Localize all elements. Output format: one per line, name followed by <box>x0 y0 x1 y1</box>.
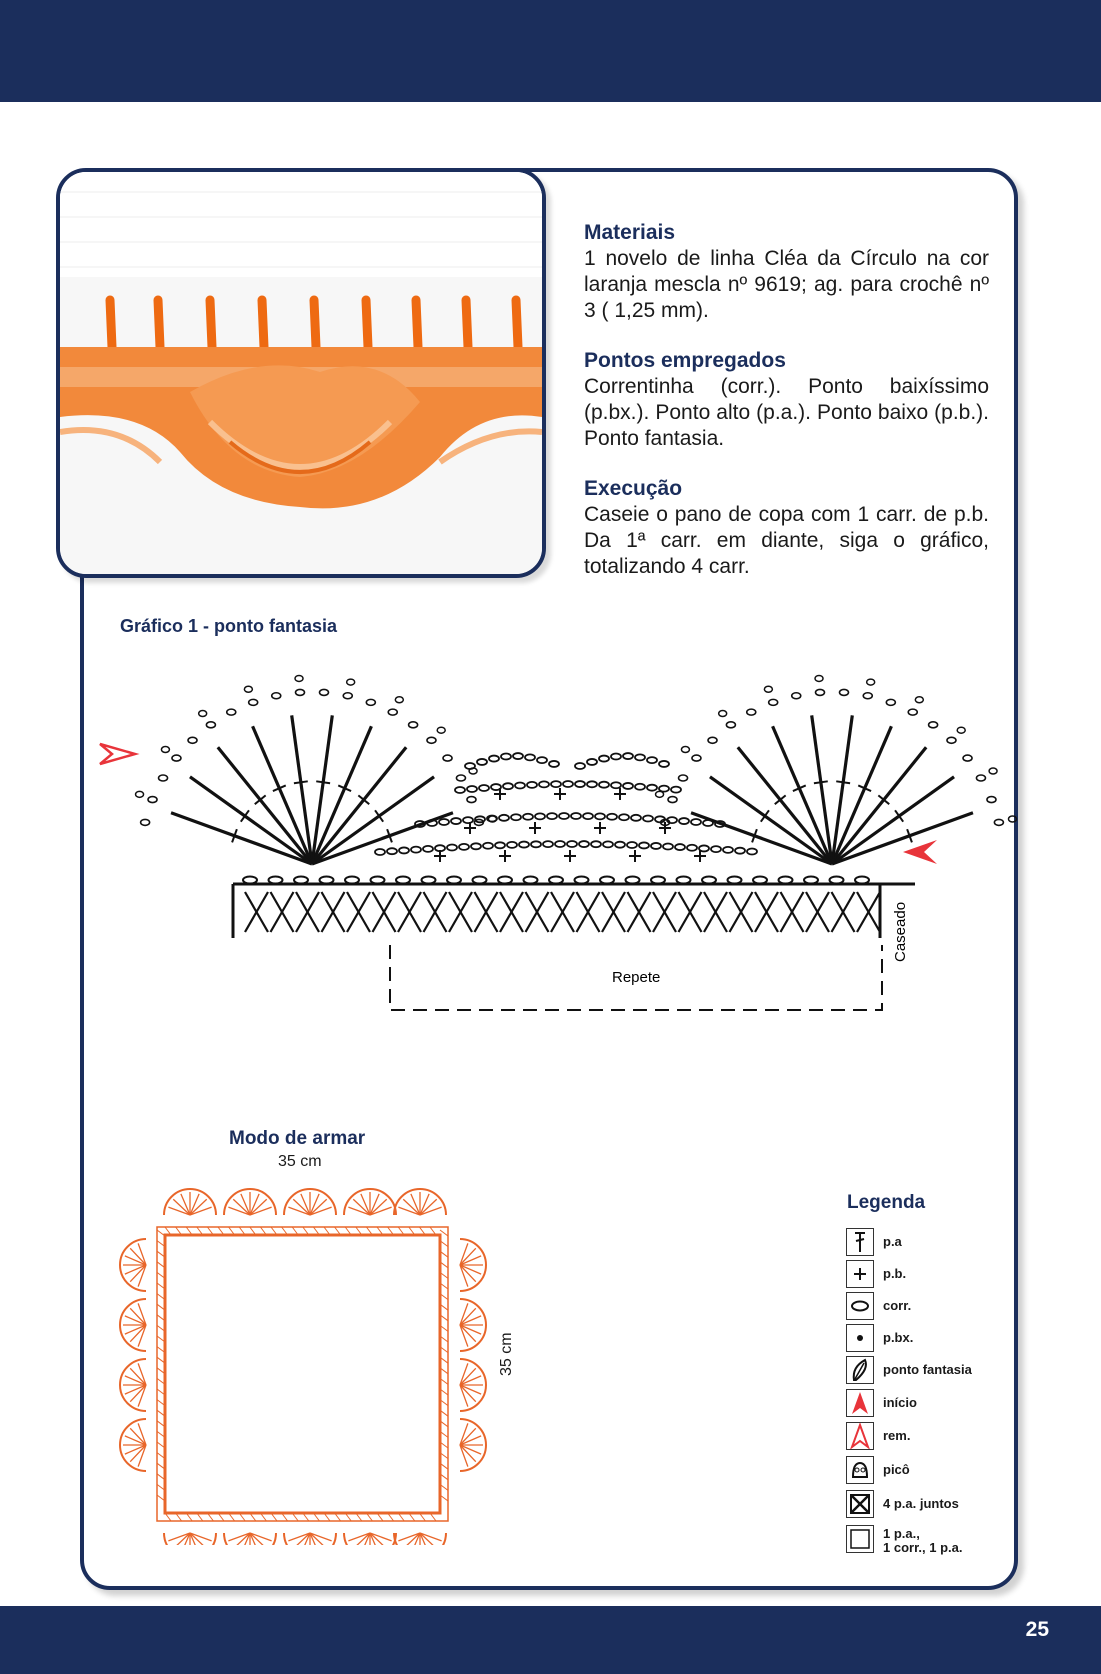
legend-label: p.a <box>883 1234 902 1249</box>
red-arrow-icon <box>846 1389 874 1417</box>
execution-heading: Execução <box>584 477 683 500</box>
legend-label: p.b. <box>883 1266 907 1281</box>
start-arrow-icon <box>903 840 937 864</box>
caseado-label: Caseado <box>892 902 909 962</box>
width-label: 35 cm <box>278 1153 322 1170</box>
leaf-icon <box>846 1356 874 1384</box>
legend-item: rem. <box>846 1422 1026 1452</box>
legend-label: 4 p.a. juntos <box>883 1496 959 1511</box>
stitches-text: Correntinha (corr.). Ponto baixíssimo (p… <box>584 375 989 450</box>
edging-photo-art <box>60 172 542 574</box>
materials-heading: Materiais <box>584 221 676 244</box>
legend-item: início <box>846 1389 1026 1419</box>
chart-title: Gráfico 1 - ponto fantasia <box>120 616 338 636</box>
legend-item: p.a <box>846 1228 1026 1258</box>
legend-label: picô <box>883 1462 910 1477</box>
legend-item: p.b. <box>846 1260 1026 1290</box>
assembly-title: Modo de armar <box>229 1128 366 1149</box>
legend-label: ponto fantasia <box>883 1362 972 1377</box>
picot-icon <box>846 1456 874 1484</box>
oval-icon <box>846 1292 874 1320</box>
legend-item: 4 p.a. juntos <box>846 1490 1026 1520</box>
legend-item: 1 p.a., 1 corr., 1 p.a. <box>846 1525 1026 1559</box>
page-number: 25 <box>1025 1618 1049 1641</box>
legend-label: rem. <box>883 1428 911 1443</box>
bottom-banner <box>0 1606 1101 1674</box>
legend-item: corr. <box>846 1292 1026 1322</box>
outline-arrow-icon <box>846 1422 874 1450</box>
repeat-label: Repete <box>612 969 660 986</box>
height-label: 35 cm <box>498 1332 515 1376</box>
end-arrow-icon <box>99 742 140 766</box>
tall-stitch-icon <box>846 1228 874 1256</box>
legend-item: p.bx. <box>846 1324 1026 1354</box>
stitches-heading: Pontos empregados <box>584 349 786 372</box>
dot-icon <box>846 1324 874 1352</box>
crochet-chart: Caseado Repete <box>99 674 1018 1011</box>
plus-icon <box>846 1260 874 1288</box>
legend-title: Legenda <box>847 1192 926 1213</box>
legend-label: 1 p.a., 1 corr., 1 p.a. <box>883 1526 963 1555</box>
x-box-icon <box>846 1490 874 1518</box>
assembly-diagram <box>119 1188 487 1545</box>
empty-box-icon <box>846 1525 874 1553</box>
legend-label: corr. <box>883 1298 912 1313</box>
execution-text: Caseie o pano de copa com 1 carr. de p.b… <box>584 503 989 578</box>
top-banner <box>0 0 1101 102</box>
legend-label: início <box>883 1395 917 1410</box>
legend-label: p.bx. <box>883 1330 914 1345</box>
materials-text: 1 novelo de linha Cléa da Círculo na cor… <box>584 247 989 322</box>
instructions: Materiais 1 novelo de linha Cléa da Círc… <box>584 220 989 604</box>
legend-item: ponto fantasia <box>846 1356 1026 1386</box>
edging-photo <box>56 168 546 578</box>
legend-item: picô <box>846 1456 1026 1486</box>
